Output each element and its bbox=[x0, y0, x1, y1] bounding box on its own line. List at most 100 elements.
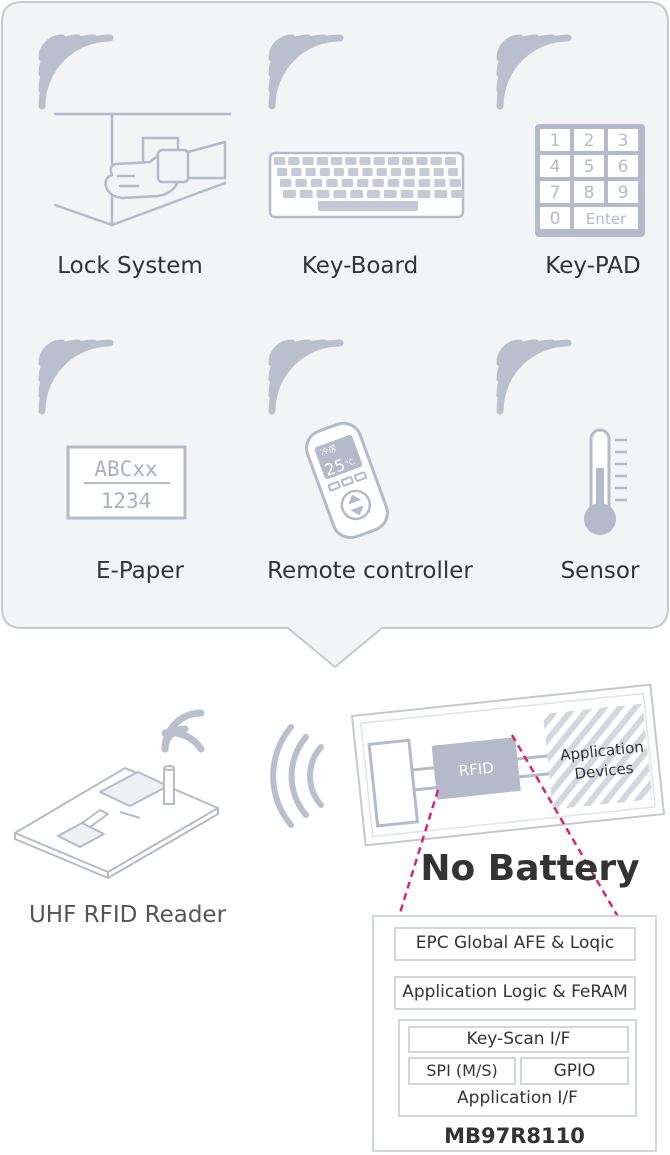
no-battery-headline: No Battery bbox=[420, 848, 640, 889]
wireless-wave-icon bbox=[496, 339, 572, 415]
reader-antenna-wave-icon bbox=[161, 709, 205, 753]
gpio-block: GPIO bbox=[553, 1061, 596, 1081]
keyboard-key bbox=[373, 157, 385, 165]
lock-system-icon bbox=[53, 112, 232, 227]
keyboard-key bbox=[367, 190, 380, 198]
keyboard-key bbox=[299, 190, 313, 198]
wireless-wave-icon bbox=[268, 34, 344, 110]
keypad-key-label: 5 bbox=[584, 157, 595, 177]
keyboard-key bbox=[402, 157, 414, 165]
keypad-key-label: 7 bbox=[550, 183, 561, 203]
keyboard-key bbox=[387, 157, 400, 165]
keypad-key-label: 6 bbox=[618, 157, 629, 177]
keypad-key-label: Enter bbox=[586, 210, 627, 228]
remote-display-unit: °C bbox=[344, 457, 356, 469]
keypad-key bbox=[574, 181, 604, 203]
keypad-key-label: 1 bbox=[550, 131, 561, 151]
keyboard-key bbox=[277, 168, 288, 176]
keyboard-key bbox=[359, 157, 371, 165]
keyboard-key bbox=[357, 179, 369, 187]
keyboard-key bbox=[449, 179, 461, 187]
keyboard-key bbox=[403, 179, 415, 187]
keypad-icon: 1 2 3 4 5 6 7 8 9 0 Enter bbox=[535, 124, 645, 237]
lock-system-label: Lock System bbox=[57, 253, 203, 279]
spi-block: SPI (M/S) bbox=[426, 1061, 498, 1080]
keyboard-key bbox=[376, 168, 387, 176]
keyboard-key bbox=[451, 190, 464, 198]
keyboard-key bbox=[283, 190, 296, 198]
chip-model-name: MB97R8110 bbox=[444, 1124, 585, 1148]
keyboard-key bbox=[330, 157, 343, 165]
keyboard-key bbox=[433, 168, 444, 176]
chip-block-diagram bbox=[372, 915, 657, 1152]
application-devices-block bbox=[542, 703, 653, 810]
keyboard-key bbox=[274, 157, 286, 165]
keypad-key bbox=[608, 155, 638, 177]
keypad-key-label: 4 bbox=[550, 157, 561, 177]
keypad-key-label: 0 bbox=[550, 209, 561, 229]
keypad-key bbox=[574, 155, 604, 177]
keyboard-key bbox=[333, 168, 345, 176]
keyboard-key bbox=[430, 157, 442, 165]
keyboard-key bbox=[419, 168, 430, 176]
keyboard-key bbox=[295, 179, 307, 187]
keypad-key-label: 8 bbox=[584, 183, 595, 203]
rfid-chip-label: RFID bbox=[458, 759, 495, 781]
keyboard-label: Key-Board bbox=[301, 253, 419, 279]
keyboard-key bbox=[302, 157, 314, 165]
e-paper-line-1: ABCxx bbox=[94, 457, 157, 481]
keyboard-key bbox=[390, 168, 402, 176]
application-if-label: Application I/F bbox=[457, 1088, 578, 1108]
keypad-key bbox=[540, 207, 570, 229]
keyboard-key bbox=[418, 179, 431, 187]
keypad-key bbox=[574, 129, 604, 151]
keyboard-key bbox=[319, 168, 330, 176]
remote-controller-label: Remote controller bbox=[267, 558, 473, 584]
e-paper-icon: ABCxx 1234 bbox=[66, 445, 187, 520]
keyboard-key bbox=[416, 157, 428, 165]
keyboard-key bbox=[444, 157, 456, 165]
keypad-key bbox=[608, 129, 638, 151]
keyboard-icon bbox=[268, 151, 465, 219]
uhf-rfid-reader-label: UHF RFID Reader bbox=[28, 902, 227, 928]
keypad-key bbox=[608, 181, 638, 203]
keyboard-key bbox=[288, 157, 300, 165]
keyboard-key bbox=[291, 168, 302, 176]
keyboard-key bbox=[345, 157, 357, 165]
keypad-key-label: 9 bbox=[618, 183, 629, 203]
application-device-board: RFID bbox=[350, 683, 666, 847]
keyboard-key bbox=[305, 168, 316, 176]
keyboard-key bbox=[316, 157, 328, 165]
keyboard-key bbox=[405, 168, 416, 176]
keypad-label: Key-PAD bbox=[545, 253, 641, 279]
keyboard-key bbox=[348, 168, 359, 176]
keyboard-key bbox=[350, 190, 364, 198]
keypad-key-label: 2 bbox=[584, 131, 595, 151]
keyboard-key bbox=[400, 190, 414, 198]
uplink-wave-icon bbox=[270, 724, 324, 828]
keyboard-key bbox=[417, 190, 431, 198]
keypad-key bbox=[540, 181, 570, 203]
keyboard-key bbox=[372, 179, 384, 187]
keyboard-key bbox=[434, 179, 446, 187]
wireless-wave-icon bbox=[38, 339, 114, 415]
keyboard-key bbox=[326, 179, 338, 187]
keyboard-key bbox=[333, 190, 347, 198]
keypad-key-label: 3 bbox=[618, 131, 629, 151]
epc-afe-block: EPC Global AFE & Loqic bbox=[415, 933, 615, 953]
keyboard-key bbox=[280, 179, 292, 187]
wireless-wave-icon bbox=[268, 339, 344, 415]
wireless-wave-icon bbox=[38, 34, 114, 110]
application-logic-feram-block: Application Logic & FeRAM bbox=[402, 982, 628, 1002]
rfid-reader-board bbox=[14, 765, 219, 879]
key-scan-if-block: Key-Scan I/F bbox=[466, 1029, 571, 1049]
keyboard-key bbox=[387, 179, 400, 187]
keypad-key bbox=[540, 155, 570, 177]
keyboard-key bbox=[362, 168, 373, 176]
wireless-wave-icon bbox=[496, 34, 572, 110]
remote-controller-icon: 冷房 25 °C bbox=[305, 421, 389, 540]
keypad-key bbox=[540, 129, 570, 151]
keyboard-key bbox=[310, 179, 323, 187]
keyboard-spacebar bbox=[318, 201, 418, 211]
